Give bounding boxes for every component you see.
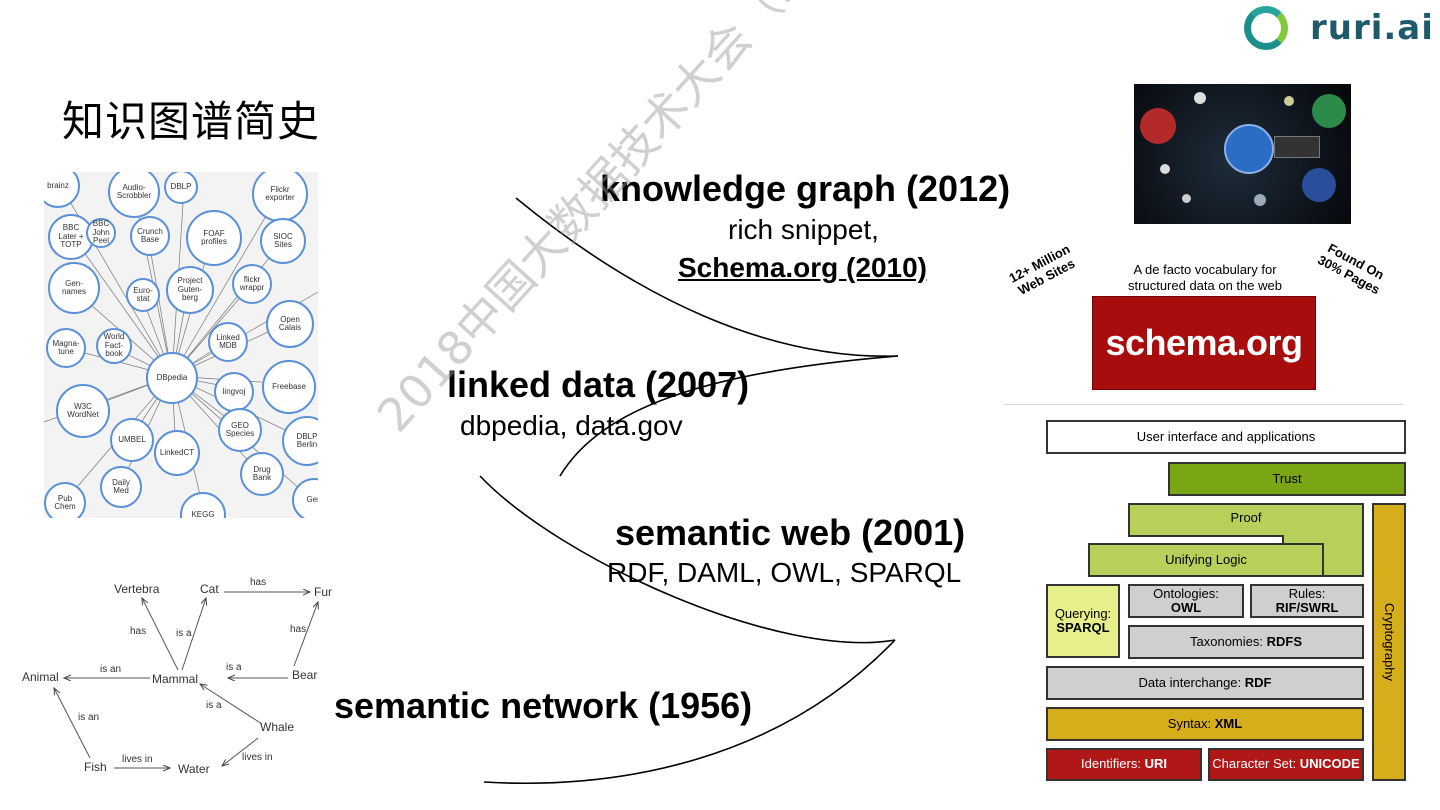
stack-querying-label: Querying: (1054, 605, 1112, 621)
semantic-network-diagram: Vertebra Cat Fur Animal Mammal Bear Whal… (18, 576, 338, 780)
schema-caption: A de facto vocabulary for structured dat… (1128, 262, 1282, 294)
stack-interchange-value: RDF (1244, 674, 1272, 690)
schema-banner: schema.org (1092, 296, 1316, 390)
sn-node: Bear (292, 668, 318, 682)
stack-trust: Trust (1168, 462, 1406, 496)
lod-node: Euro-stat (126, 278, 160, 312)
stack-ui: User interface and applications (1046, 420, 1406, 454)
era-semantic-web-title: semantic web (2001) (615, 512, 966, 553)
stack-charset-label: Character Set: (1212, 756, 1297, 772)
lod-node: Gen (292, 478, 318, 518)
page-title: 知识图谱简史 (62, 97, 321, 146)
stack-syntax-value: XML (1214, 715, 1243, 731)
logo-text: ruri.ai (1310, 8, 1434, 48)
sn-node: Vertebra (114, 582, 160, 596)
stack-identifiers-value: URI (1144, 756, 1167, 772)
stack-rules: Rules: RIF/SWRL (1250, 584, 1364, 618)
stack-querying: Querying: SPARQL (1046, 584, 1120, 658)
stack-syntax-label: Syntax: (1167, 715, 1212, 731)
era-knowledge-graph-title: knowledge graph (2012) (600, 168, 1011, 209)
sn-node: Cat (200, 582, 219, 596)
lod-node: UMBEL (110, 418, 154, 462)
stack-crypto: Cryptography (1372, 503, 1406, 781)
lod-node: DBLP (164, 172, 198, 204)
stack-interchange: Data interchange: RDF (1046, 666, 1364, 700)
era-semantic-web-subtitle: RDF, DAML, OWL, SPARQL (607, 557, 962, 588)
lod-node: lingvoj (214, 372, 254, 412)
lod-node: brainz (44, 172, 80, 208)
sn-node: Fish (84, 760, 107, 774)
semantic-web-stack: User interface and applications Trust Pr… (1046, 420, 1408, 782)
lod-node: Audio-Scrobbler (108, 172, 160, 218)
sn-edge-label: lives in (242, 752, 273, 763)
stack-identifiers-label: Identifiers: (1081, 756, 1141, 772)
sn-node: Fur (314, 585, 332, 599)
sn-edge-label: has (250, 577, 267, 588)
sn-edge-label: lives in (122, 754, 153, 765)
stack-ontologies-label: Ontologies: (1153, 585, 1219, 601)
schema-org-panel (1003, 238, 1403, 405)
lod-node: Freebase (262, 360, 316, 414)
knowledge-graph-image (1134, 84, 1351, 224)
stack-syntax: Syntax: XML (1046, 707, 1364, 741)
sn-edge-label: is an (78, 712, 100, 723)
lod-node: Gen-names (48, 262, 100, 314)
sn-node: Mammal (152, 672, 199, 686)
stack-proof: Proof (1128, 503, 1364, 537)
lod-node: DBpedia (146, 352, 198, 404)
stack-identifiers: Identifiers: URI (1046, 748, 1202, 781)
sn-node: Whale (260, 720, 295, 734)
stack-rules-value: RIF/SWRL (1275, 600, 1339, 615)
semantic-network-edges (18, 576, 338, 780)
sn-edge-label: has (290, 624, 307, 635)
sn-edge-label: is a (206, 700, 222, 711)
sn-edge-label: is a (176, 628, 192, 639)
schema-org-link[interactable]: Schema.org (2010) (678, 252, 927, 283)
sn-edge-label: is an (100, 664, 122, 675)
stack-ontologies-value: OWL (1170, 600, 1202, 615)
stack-taxonomies-label: Taxonomies: (1190, 633, 1263, 649)
sn-node: Animal (22, 670, 59, 684)
era-linked-data-title: linked data (2007) (447, 364, 750, 405)
stack-querying-value: SPARQL (1056, 620, 1110, 635)
lod-node: LinkedCT (154, 430, 200, 476)
era-knowledge-graph-subtitle: rich snippet, (728, 214, 879, 245)
era-linked-data-subtitle: dbpedia, data.gov (460, 410, 683, 441)
stack-charset: Character Set: UNICODE (1208, 748, 1364, 781)
sn-edge-label: is a (226, 662, 242, 673)
ruri-logo: ruri.ai (1242, 4, 1434, 50)
logo-ring-icon (1244, 6, 1288, 50)
sn-node: Water (178, 762, 210, 776)
era-semantic-network-title: semantic network (1956) (334, 685, 753, 726)
sn-edge-label: has (130, 626, 147, 637)
stack-charset-value: UNICODE (1299, 756, 1360, 772)
stack-logic: Unifying Logic (1088, 543, 1324, 577)
stack-rules-label: Rules: (1288, 585, 1326, 601)
stack-ontologies: Ontologies: OWL (1128, 584, 1244, 618)
stack-taxonomies-value: RDFS (1266, 633, 1302, 649)
lod-node: Magna-tune (46, 328, 86, 368)
stack-taxonomies: Taxonomies: RDFS (1128, 625, 1364, 659)
stack-interchange-label: Data interchange: (1138, 674, 1242, 690)
